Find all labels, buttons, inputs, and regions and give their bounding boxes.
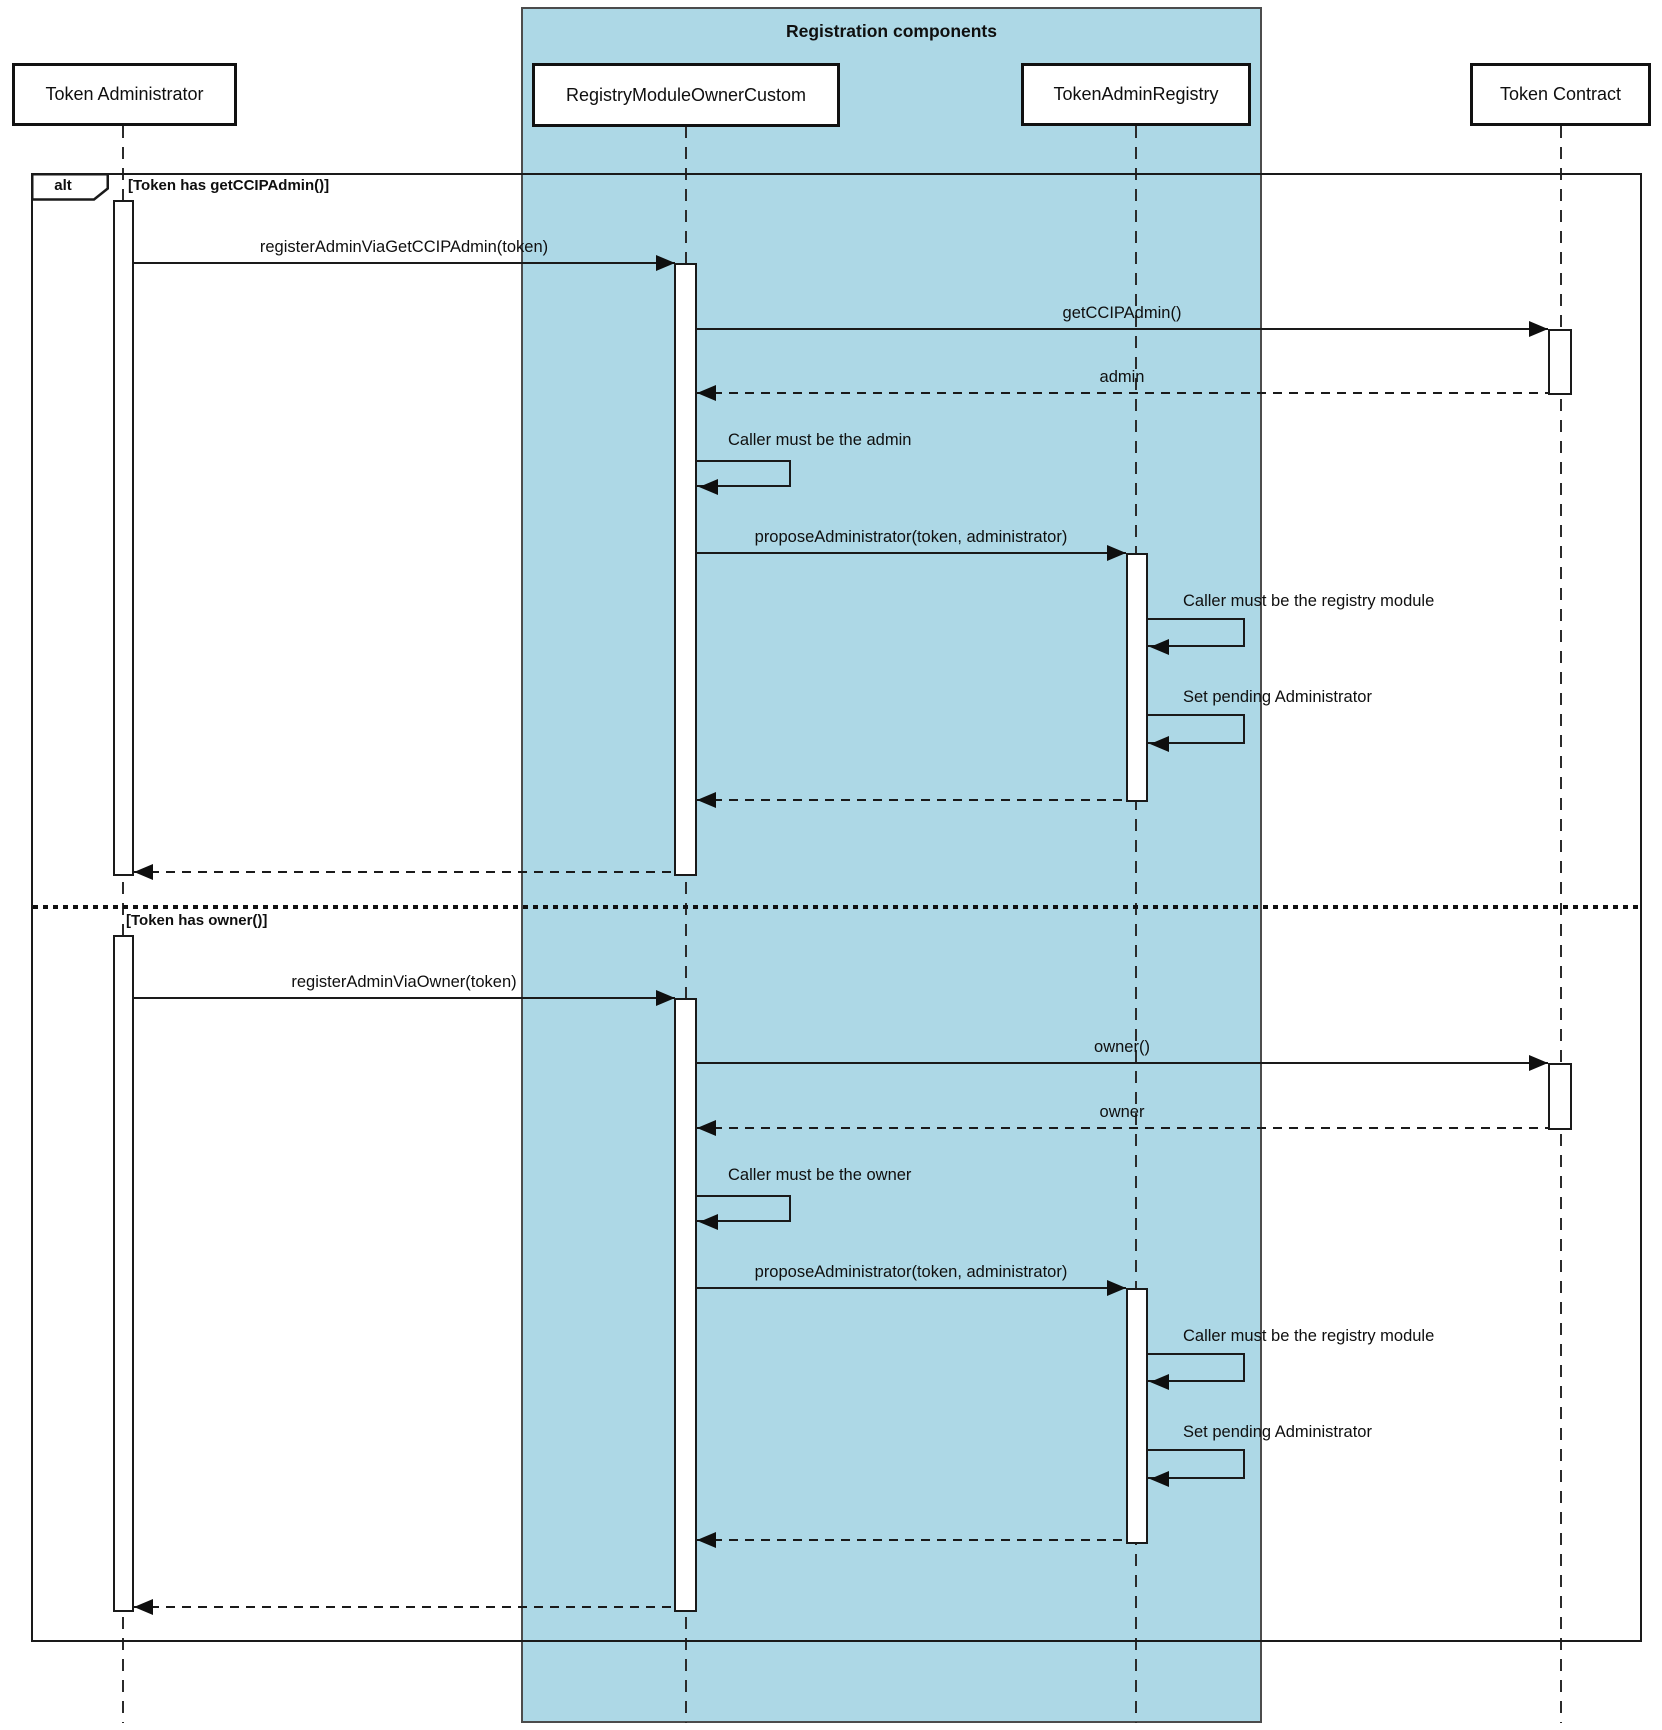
- arrowhead-left: [134, 1599, 153, 1615]
- guard-section-2: [Token has owner()]: [126, 912, 268, 929]
- arrowhead-left: [699, 479, 718, 495]
- return-line: [697, 391, 1548, 395]
- guard-section-1: [Token has getCCIPAdmin()]: [128, 177, 330, 194]
- participant-label: Token Contract: [1499, 84, 1622, 104]
- alt-operator-pentagon: [31, 173, 109, 201]
- activation-token-contract-2: [1548, 1063, 1572, 1130]
- activation-token-admin-registry-2: [1126, 1288, 1148, 1544]
- arrowhead-left: [697, 1532, 716, 1548]
- message-label: proposeAdministrator(token, administrato…: [754, 528, 1068, 546]
- activation-registry-module-1: [674, 263, 697, 876]
- arrowhead-left: [134, 864, 153, 880]
- participant-registry-module-owner-custom: RegistryModuleOwnerCustom: [532, 63, 840, 127]
- activation-token-administrator-2: [113, 935, 134, 1612]
- participant-label: Token Administrator: [45, 84, 204, 104]
- arrowhead-left: [697, 385, 716, 401]
- self-message-loop: [1148, 618, 1245, 647]
- self-message-loop: [697, 1195, 791, 1222]
- self-message-label: Caller must be the registry module: [1183, 1327, 1435, 1345]
- alt-operator-label: alt: [54, 177, 72, 194]
- self-message-loop: [697, 460, 791, 487]
- participant-token-contract: Token Contract: [1470, 63, 1651, 126]
- arrowhead-left: [699, 1214, 718, 1230]
- self-message-label: Set pending Administrator: [1183, 1423, 1372, 1441]
- arrowhead-left: [1150, 639, 1169, 655]
- self-message-loop: [1148, 714, 1245, 744]
- lifeline-token-contract: [1559, 126, 1563, 1723]
- arrowhead-right: [1529, 1055, 1548, 1071]
- self-message-label: Caller must be the owner: [728, 1166, 912, 1184]
- message-label: registerAdminViaOwner(token): [291, 973, 517, 991]
- message-line: [697, 551, 1126, 554]
- arrowhead-right: [656, 990, 675, 1006]
- activation-registry-module-2: [674, 998, 697, 1612]
- return-line: [134, 1605, 675, 1609]
- arrowhead-left: [1150, 1374, 1169, 1390]
- arrowhead-right: [1529, 321, 1548, 337]
- participant-token-administrator: Token Administrator: [12, 63, 237, 126]
- return-line: [697, 1126, 1548, 1130]
- lifeline-token-admin-registry: [1134, 126, 1138, 1723]
- participant-token-admin-registry: TokenAdminRegistry: [1021, 63, 1251, 126]
- message-line: [697, 327, 1548, 330]
- message-label: owner(): [1094, 1038, 1150, 1056]
- arrowhead-left: [1150, 1471, 1169, 1487]
- return-line: [697, 798, 1126, 802]
- message-line: [134, 261, 675, 264]
- arrowhead-right: [656, 255, 675, 271]
- self-message-label: Caller must be the admin: [728, 431, 912, 449]
- participant-label: TokenAdminRegistry: [1053, 84, 1219, 104]
- message-label: proposeAdministrator(token, administrato…: [754, 1263, 1068, 1281]
- activation-token-admin-registry-1: [1126, 553, 1148, 802]
- arrowhead-left: [697, 792, 716, 808]
- arrowhead-right: [1107, 545, 1126, 561]
- message-label: admin: [1099, 368, 1145, 386]
- return-line: [134, 870, 675, 874]
- message-label: registerAdminViaGetCCIPAdmin(token): [259, 238, 549, 256]
- arrowhead-left: [697, 1120, 716, 1136]
- self-message-label: Caller must be the registry module: [1183, 592, 1435, 610]
- group-title: Registration components: [786, 21, 997, 41]
- lifeline-registry-module-owner-custom: [684, 126, 688, 1723]
- self-message-loop: [1148, 1353, 1245, 1382]
- alt-frame: [31, 173, 1642, 1642]
- arrowhead-left: [1150, 736, 1169, 752]
- activation-token-contract-1: [1548, 329, 1572, 395]
- participant-label: RegistryModuleOwnerCustom: [565, 84, 807, 105]
- message-line: [697, 1286, 1126, 1289]
- activation-token-administrator-1: [113, 200, 134, 876]
- alt-section-divider: [33, 905, 1640, 909]
- self-message-label: Set pending Administrator: [1183, 688, 1372, 706]
- return-line: [697, 1538, 1126, 1542]
- message-label: getCCIPAdmin(): [1062, 304, 1182, 322]
- message-label: owner: [1099, 1103, 1145, 1121]
- lifeline-token-administrator: [121, 126, 125, 1723]
- self-message-loop: [1148, 1449, 1245, 1479]
- message-line: [134, 996, 675, 999]
- arrowhead-right: [1107, 1280, 1126, 1296]
- message-line: [697, 1061, 1548, 1064]
